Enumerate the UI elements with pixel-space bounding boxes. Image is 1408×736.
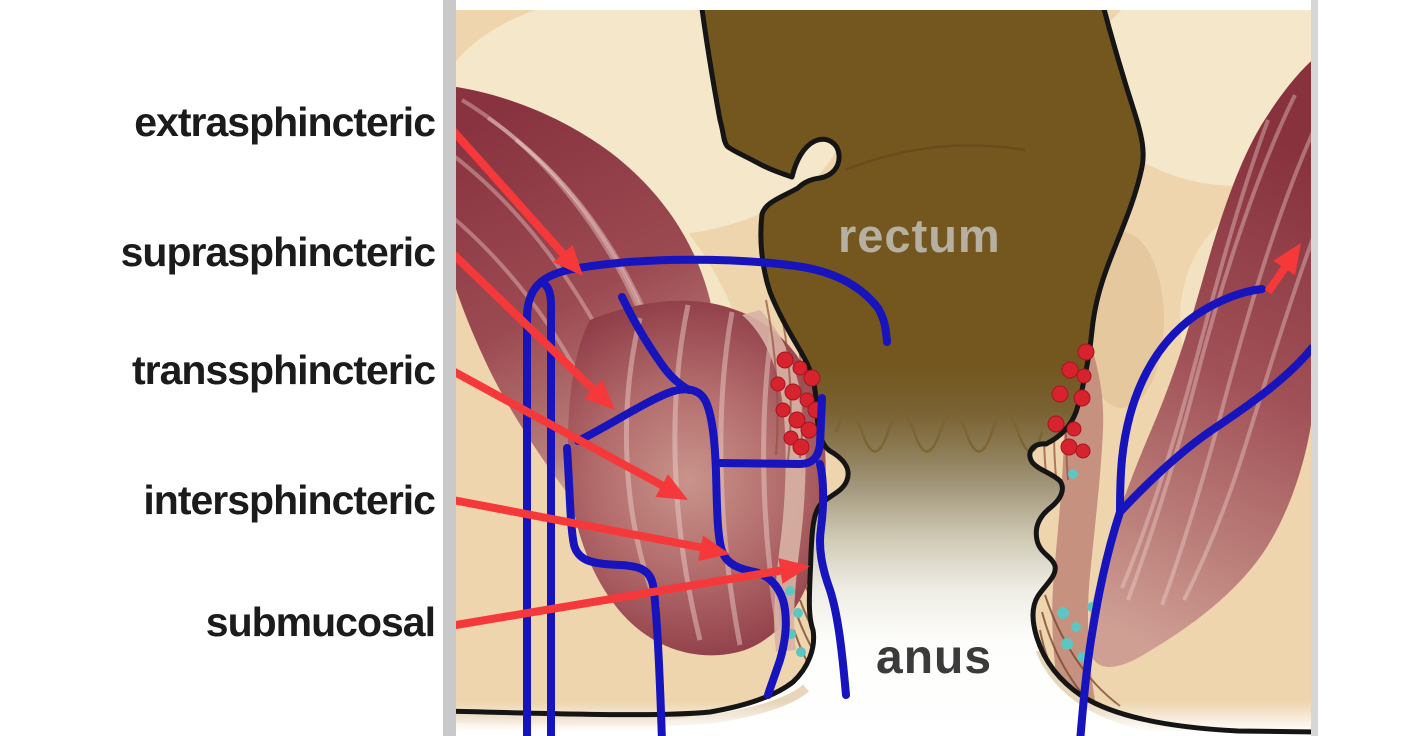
skin-outline-left: [443, 0, 851, 718]
gland-dots-red-left: [770, 351, 825, 456]
rectum-and-anal-canal: [660, 0, 1148, 736]
annotation-arrows: [443, 121, 1301, 631]
rectum-interior-fold: [844, 144, 1026, 172]
fistula-tract-suprasphincteric-connector: [618, 293, 693, 394]
fistula-tract-transsphincteric: [574, 385, 790, 699]
label-rectum: rectum: [838, 209, 1001, 262]
fistula-tract-submucosal-branch: [816, 460, 850, 699]
label-intersphincteric: intersphincteric: [143, 477, 436, 523]
label-submucosal: submucosal: [205, 599, 436, 645]
outlines: [443, 0, 1318, 735]
gluteal-muscle-fibers-right: [1120, 94, 1318, 606]
sphincter-strip-right: [1046, 312, 1104, 705]
arrow-extrasphincteric: [444, 121, 583, 276]
gland-dots-red-right: [1047, 343, 1095, 459]
skin-outline-right: [1027, 0, 1318, 735]
label-anus: anus: [876, 631, 993, 684]
right-edge-strip: [1311, 0, 1318, 736]
fistula-tract-extrasphincteric: [523, 255, 891, 736]
arrow-right-tract: [1264, 243, 1301, 295]
arrow-suprasphincteric: [446, 247, 615, 410]
label-transsphincteric: transsphincteric: [132, 347, 436, 393]
fistula-tract-intersphincteric-branch: [712, 394, 826, 468]
arrow-intersphincteric: [443, 494, 730, 562]
bottom-white-fade: [443, 702, 1318, 736]
fistula-tract-right-main: [1076, 285, 1266, 736]
arrow-submucosal: [443, 558, 810, 631]
gluteal-muscle-right: [1088, 55, 1318, 667]
label-extrasphincteric: extrasphincteric: [134, 99, 436, 145]
dentate-line-squiggle: [834, 411, 1044, 453]
fistula-tract-vertical-2: [538, 278, 555, 736]
label-suprasphincteric: suprasphincteric: [120, 229, 436, 275]
left-edge-strip: [443, 0, 456, 736]
arrow-transsphincteric: [449, 366, 688, 500]
fistula-tract-right-branch: [1116, 344, 1316, 516]
top-white-sliver: [443, 0, 1318, 10]
fistula-tracts: [523, 255, 1316, 736]
